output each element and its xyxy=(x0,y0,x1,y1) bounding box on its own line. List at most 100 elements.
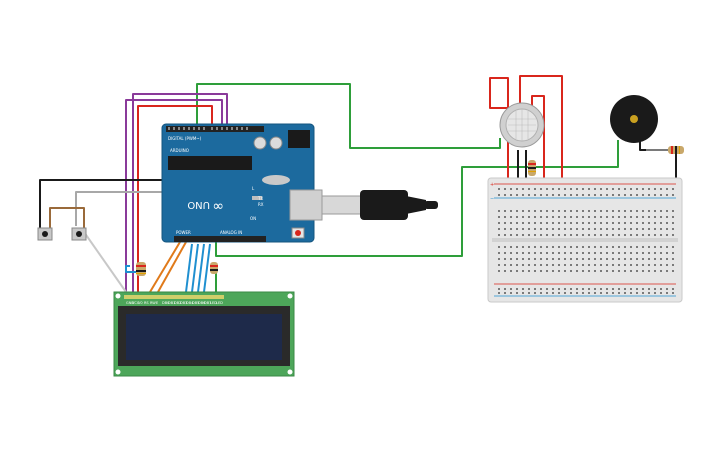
breadboard-hole[interactable] xyxy=(558,210,560,212)
breadboard-hole[interactable] xyxy=(618,234,620,236)
breadboard-hole[interactable] xyxy=(564,264,566,266)
breadboard-hole[interactable] xyxy=(510,292,512,294)
breadboard-hole[interactable] xyxy=(648,246,650,248)
breadboard-hole[interactable] xyxy=(510,194,512,196)
breadboard-hole[interactable] xyxy=(648,252,650,254)
breadboard-hole[interactable] xyxy=(570,216,572,218)
breadboard-hole[interactable] xyxy=(564,194,566,196)
breadboard-hole[interactable] xyxy=(582,228,584,230)
breadboard-hole[interactable] xyxy=(558,222,560,224)
breadboard-hole[interactable] xyxy=(660,252,662,254)
breadboard-hole[interactable] xyxy=(612,246,614,248)
breadboard-hole[interactable] xyxy=(666,270,668,272)
breadboard-hole[interactable] xyxy=(660,216,662,218)
breadboard-hole[interactable] xyxy=(588,234,590,236)
breadboard-hole[interactable] xyxy=(582,194,584,196)
breadboard-hole[interactable] xyxy=(576,246,578,248)
breadboard-hole[interactable] xyxy=(528,252,530,254)
breadboard-hole[interactable] xyxy=(510,234,512,236)
breadboard-hole[interactable] xyxy=(570,270,572,272)
breadboard-hole[interactable] xyxy=(654,188,656,190)
breadboard-hole[interactable] xyxy=(672,258,674,260)
wire-brown-button[interactable] xyxy=(49,207,85,228)
breadboard-hole[interactable] xyxy=(552,188,554,190)
breadboard-hole[interactable] xyxy=(666,188,668,190)
breadboard-hole[interactable] xyxy=(546,288,548,290)
breadboard-hole[interactable] xyxy=(498,270,500,272)
breadboard-hole[interactable] xyxy=(564,222,566,224)
breadboard-hole[interactable] xyxy=(630,270,632,272)
breadboard-hole[interactable] xyxy=(612,270,614,272)
breadboard-hole[interactable] xyxy=(648,288,650,290)
breadboard-hole[interactable] xyxy=(654,292,656,294)
breadboard-hole[interactable] xyxy=(666,258,668,260)
breadboard-hole[interactable] xyxy=(576,258,578,260)
breadboard-hole[interactable] xyxy=(498,292,500,294)
breadboard-hole[interactable] xyxy=(504,252,506,254)
breadboard-hole[interactable] xyxy=(624,228,626,230)
breadboard-hole[interactable] xyxy=(540,210,542,212)
breadboard-hole[interactable] xyxy=(624,258,626,260)
breadboard-hole[interactable] xyxy=(600,194,602,196)
resistor-buzzer[interactable] xyxy=(646,146,684,154)
breadboard-hole[interactable] xyxy=(534,292,536,294)
wire-blue-a[interactable] xyxy=(185,243,193,293)
breadboard-hole[interactable] xyxy=(558,288,560,290)
breadboard-hole[interactable] xyxy=(612,252,614,254)
breadboard-hole[interactable] xyxy=(636,292,638,294)
breadboard-hole[interactable] xyxy=(546,292,548,294)
breadboard-hole[interactable] xyxy=(624,222,626,224)
breadboard-hole[interactable] xyxy=(528,288,530,290)
breadboard-hole[interactable] xyxy=(576,188,578,190)
breadboard-hole[interactable] xyxy=(606,264,608,266)
breadboard-hole[interactable] xyxy=(498,228,500,230)
breadboard-hole[interactable] xyxy=(618,252,620,254)
breadboard-hole[interactable] xyxy=(516,288,518,290)
breadboard-hole[interactable] xyxy=(576,270,578,272)
breadboard-hole[interactable] xyxy=(582,264,584,266)
breadboard-hole[interactable] xyxy=(600,264,602,266)
breadboard-hole[interactable] xyxy=(540,288,542,290)
breadboard-hole[interactable] xyxy=(534,210,536,212)
breadboard-hole[interactable] xyxy=(570,252,572,254)
breadboard-hole[interactable] xyxy=(546,246,548,248)
breadboard-hole[interactable] xyxy=(504,270,506,272)
breadboard-hole[interactable] xyxy=(654,252,656,254)
breadboard-hole[interactable] xyxy=(564,288,566,290)
breadboard-hole[interactable] xyxy=(522,258,524,260)
breadboard-hole[interactable] xyxy=(672,188,674,190)
breadboard-hole[interactable] xyxy=(546,252,548,254)
breadboard-hole[interactable] xyxy=(510,252,512,254)
breadboard-hole[interactable] xyxy=(498,246,500,248)
breadboard-hole[interactable] xyxy=(636,288,638,290)
wire-green-b[interactable] xyxy=(215,140,619,257)
breadboard-hole[interactable] xyxy=(552,216,554,218)
breadboard-hole[interactable] xyxy=(534,188,536,190)
wire-black-button[interactable] xyxy=(39,179,167,230)
breadboard-hole[interactable] xyxy=(666,264,668,266)
breadboard-hole[interactable] xyxy=(528,264,530,266)
breadboard-hole[interactable] xyxy=(552,222,554,224)
breadboard-hole[interactable] xyxy=(618,228,620,230)
breadboard-hole[interactable] xyxy=(606,252,608,254)
breadboard-hole[interactable] xyxy=(672,234,674,236)
breadboard-hole[interactable] xyxy=(534,216,536,218)
breadboard-hole[interactable] xyxy=(582,292,584,294)
breadboard-hole[interactable] xyxy=(660,258,662,260)
breadboard-hole[interactable] xyxy=(498,194,500,196)
breadboard-hole[interactable] xyxy=(642,288,644,290)
breadboard-hole[interactable] xyxy=(552,210,554,212)
piezo-buzzer-icon[interactable] xyxy=(610,95,658,143)
breadboard-hole[interactable] xyxy=(540,216,542,218)
breadboard-hole[interactable] xyxy=(528,258,530,260)
breadboard-hole[interactable] xyxy=(540,246,542,248)
breadboard-hole[interactable] xyxy=(546,194,548,196)
breadboard-hole[interactable] xyxy=(564,292,566,294)
breadboard-hole[interactable] xyxy=(498,188,500,190)
resistor-gas[interactable] xyxy=(528,160,536,176)
wire-blue-d[interactable] xyxy=(203,243,211,293)
breadboard-hole[interactable] xyxy=(666,252,668,254)
breadboard-hole[interactable] xyxy=(588,188,590,190)
breadboard-hole[interactable] xyxy=(594,188,596,190)
breadboard-hole[interactable] xyxy=(624,216,626,218)
